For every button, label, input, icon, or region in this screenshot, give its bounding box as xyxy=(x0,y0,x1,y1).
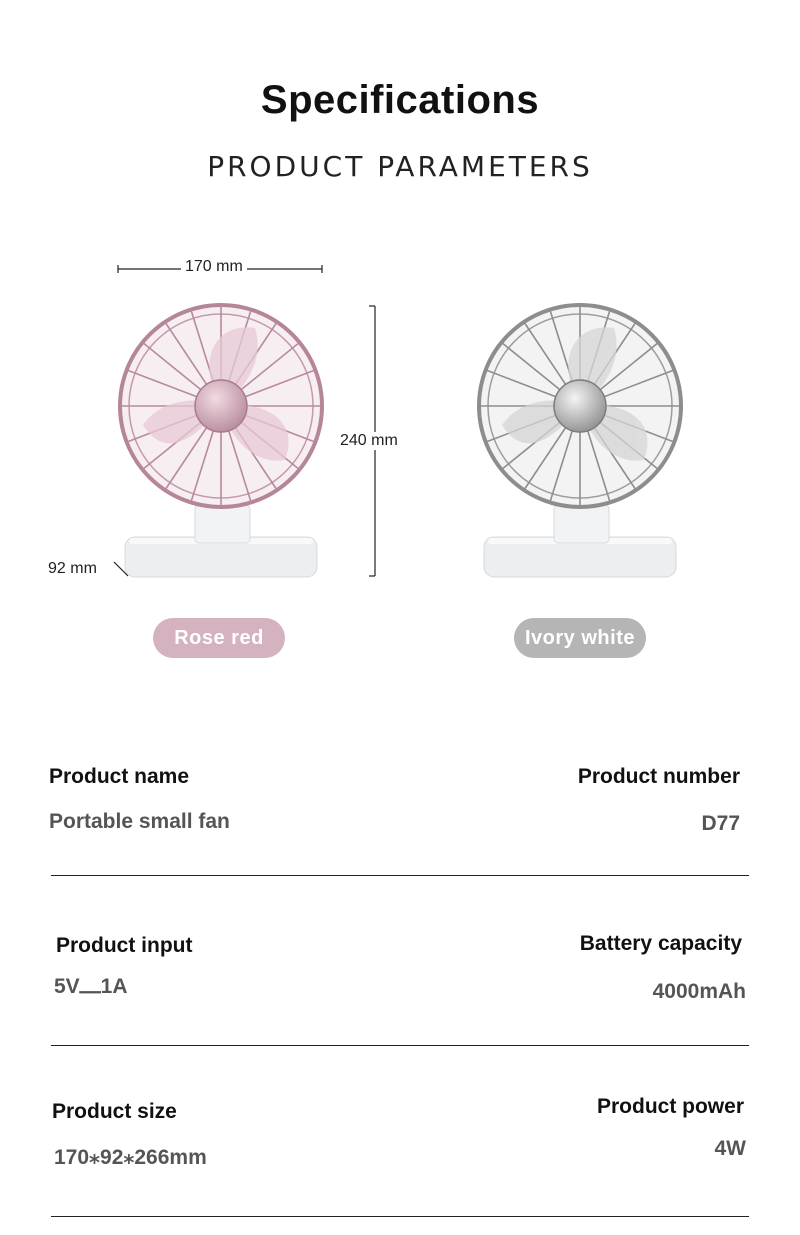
depth-dimension-label: 92 mm xyxy=(48,560,97,577)
spec-value-product-power: 4W xyxy=(714,1137,747,1160)
ivory-fan-image xyxy=(477,303,683,578)
spec-divider xyxy=(51,1216,749,1217)
spec-label-product-input: Product input xyxy=(56,934,193,957)
spec-value-product-name: Portable small fan xyxy=(49,810,230,833)
spec-label-product-power: Product power xyxy=(596,1095,744,1118)
page-title: Specifications xyxy=(260,78,540,122)
width-dimension-label: 170 mm xyxy=(181,258,247,276)
spec-label-product-size: Product size xyxy=(52,1100,177,1123)
page-subtitle: PRODUCT PARAMETERS xyxy=(207,150,593,183)
height-dimension-label: 240 mm xyxy=(336,432,402,450)
spec-value-product-size: 170⁎92⁎266mm xyxy=(54,1146,207,1169)
color-option-rose-red: Rose red xyxy=(153,618,285,658)
color-option-ivory-white: Ivory white xyxy=(514,618,646,658)
spec-divider xyxy=(51,875,749,876)
spec-label-battery-capacity: Battery capacity xyxy=(579,932,742,955)
spec-value-product-number: D77 xyxy=(701,812,740,835)
spec-divider xyxy=(51,1045,749,1046)
spec-value-battery-capacity: 4000mAh xyxy=(652,980,746,1003)
spec-label-product-name: Product name xyxy=(49,765,190,788)
rose-fan-image xyxy=(118,303,324,578)
spec-label-product-number: Product number xyxy=(577,765,740,788)
depth-dimension-line xyxy=(113,561,129,577)
spec-value-product-input: 5V⎼1A xyxy=(54,975,128,998)
